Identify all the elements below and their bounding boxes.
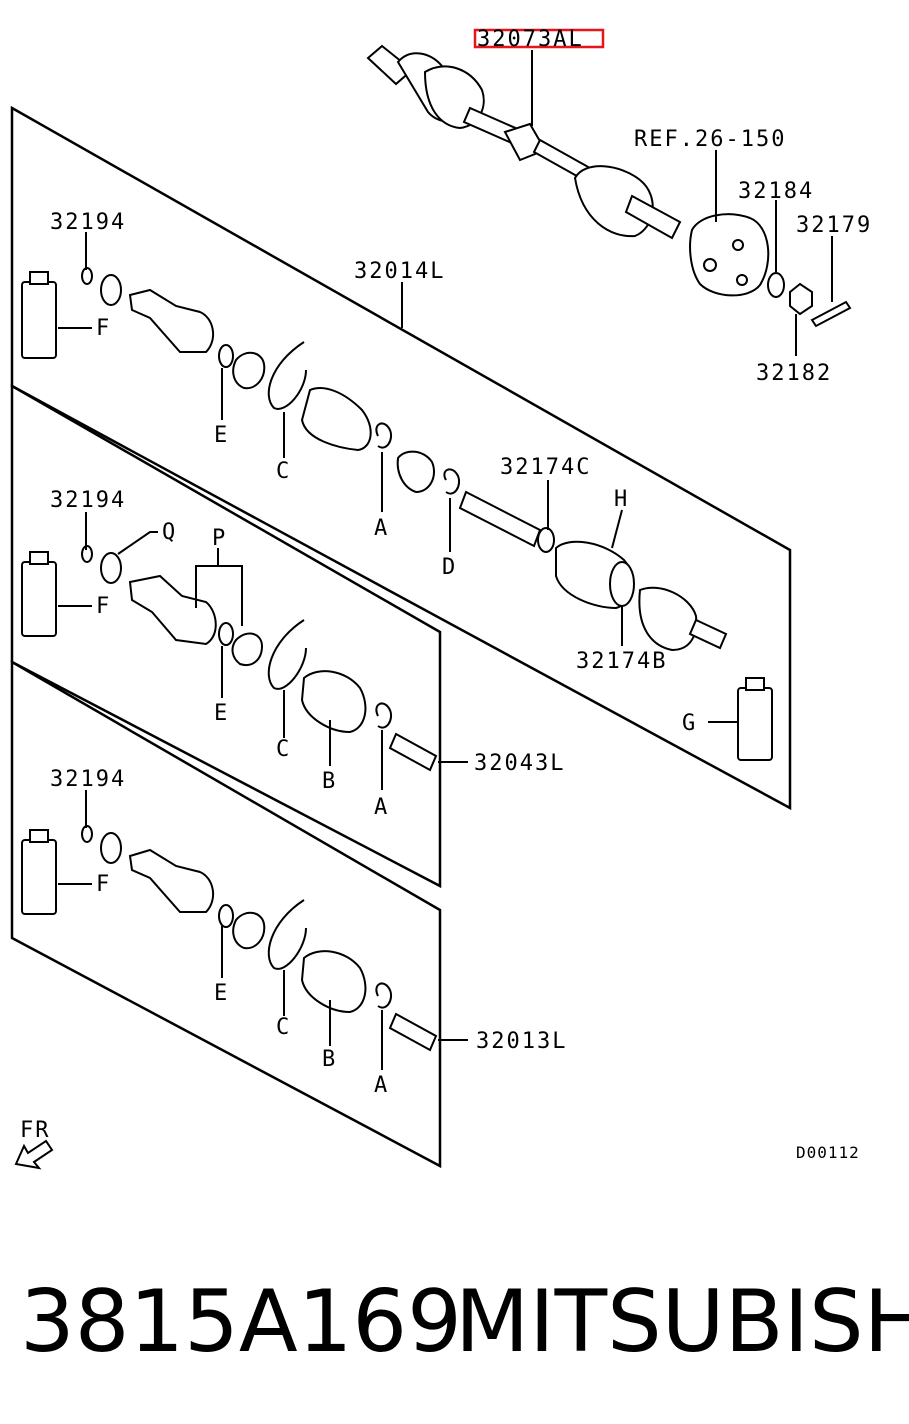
label-A-panel1: A: [374, 516, 389, 541]
highlight-box: [473, 28, 605, 49]
label-32182: 32182: [756, 361, 832, 386]
label-32174B: 32174B: [576, 649, 667, 674]
label-H: H: [614, 487, 629, 512]
callout-labels: 32073AL REF.26-150 32184 32179 32182 320…: [50, 27, 872, 1098]
brand-name: MITSUBISHI: [455, 1272, 909, 1372]
label-Q: Q: [162, 520, 177, 545]
leader-lines: [58, 50, 833, 1070]
footer: 3815A169 MITSUBISHI: [0, 1262, 909, 1382]
washer-32184[interactable]: [767, 272, 785, 298]
part-number: 3815A169: [20, 1272, 462, 1372]
cotter-pin-32179[interactable]: [810, 300, 852, 328]
panel3-parts[interactable]: [21, 825, 438, 1052]
label-32184: 32184: [738, 179, 814, 204]
diagram-code: D00112: [796, 1143, 860, 1162]
front-arrow-icon: [14, 1139, 54, 1170]
label-32194-panel2: 32194: [50, 488, 126, 513]
label-A-panel3: A: [374, 1073, 389, 1098]
label-F-panel3: F: [96, 872, 111, 897]
panel-32043L: [10, 383, 442, 889]
label-F-panel1: F: [96, 316, 111, 341]
label-D: D: [442, 555, 457, 580]
label-A-panel2: A: [374, 795, 389, 820]
label-ref-26-150: REF.26-150: [634, 127, 786, 152]
label-32194-panel3: 32194: [50, 767, 126, 792]
label-C-panel1: C: [276, 459, 291, 484]
label-32194-panel1: 32194: [50, 210, 126, 235]
label-E-panel1: E: [214, 423, 229, 448]
label-32073AL[interactable]: 32073AL: [477, 27, 584, 52]
nut-32182[interactable]: [789, 282, 813, 316]
label-C-panel3: C: [276, 1015, 291, 1040]
label-P: P: [212, 526, 227, 551]
wheel-hub[interactable]: [689, 213, 770, 297]
label-32043L: 32043L: [474, 751, 565, 776]
panel-32014L: [10, 105, 792, 811]
label-B-panel2: B: [322, 769, 337, 794]
label-32014L: 32014L: [354, 259, 445, 284]
label-G: G: [682, 711, 697, 736]
panel-32013L: [10, 659, 442, 1169]
drive-shaft-assembly[interactable]: [366, 44, 682, 240]
label-E-panel2: E: [214, 701, 229, 726]
label-B-panel3: B: [322, 1047, 337, 1072]
label-32179: 32179: [796, 213, 872, 238]
label-32013L: 32013L: [476, 1029, 567, 1054]
panel2-parts[interactable]: [21, 545, 438, 772]
panel1-parts[interactable]: [21, 267, 773, 761]
label-E-panel3: E: [214, 981, 229, 1006]
label-32174C: 32174C: [500, 455, 591, 480]
label-C-panel2: C: [276, 737, 291, 762]
label-F-panel2: F: [96, 594, 111, 619]
fr-label: FR: [20, 1118, 51, 1143]
